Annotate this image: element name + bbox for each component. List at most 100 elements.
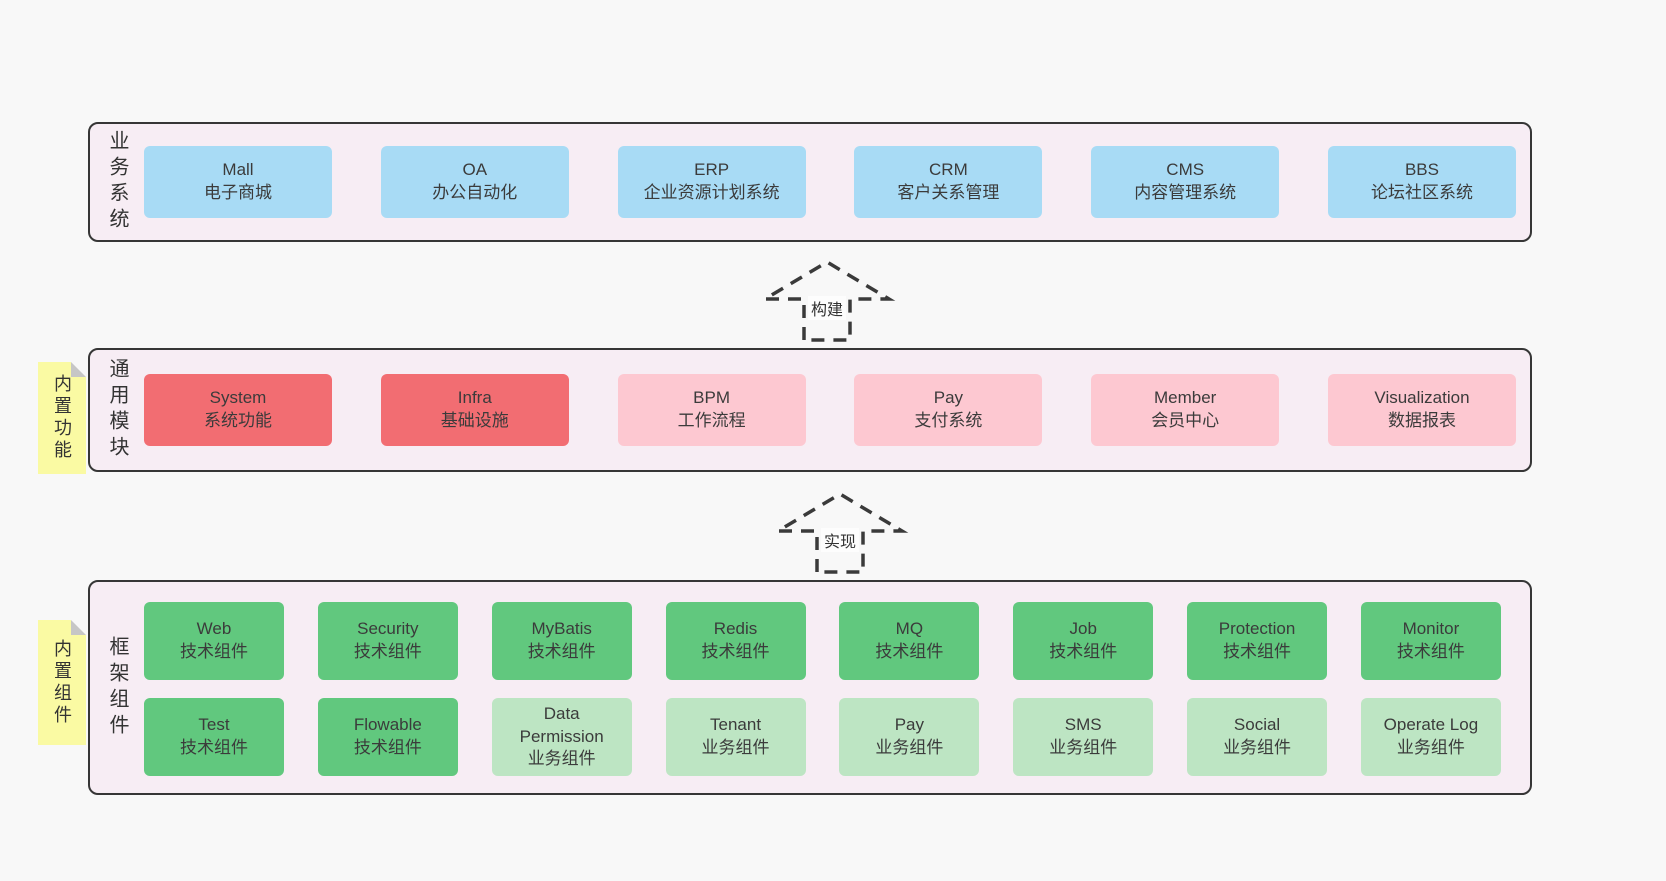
box-subtitle: 数据报表 (1387, 411, 1456, 430)
box-title: Flowable (353, 715, 422, 735)
layer-common-modules: 通用模块 System 系统功能 Infra 基础设施 BPM 工作流程 Pay (88, 348, 1532, 472)
box-job: Job 技术组件 (1013, 602, 1154, 680)
box-subtitle: 业务组件 (701, 738, 770, 757)
box-subtitle: 技术组件 (1396, 642, 1465, 661)
box-title: Web (196, 619, 232, 639)
box-title: Protection (1218, 619, 1296, 639)
sticky-label: 内置功能 (52, 374, 72, 462)
box-subtitle: 业务组件 (1223, 738, 1292, 757)
box-row: Web 技术组件 Security 技术组件 MyBatis 技术组件 Redi… (144, 602, 1501, 680)
box-bpm: BPM 工作流程 (617, 374, 806, 446)
box-subtitle: 工作流程 (677, 411, 746, 430)
box-subtitle: 业务组件 (875, 738, 944, 757)
box-protection: Protection 技术组件 (1187, 602, 1328, 680)
box-subtitle: 系统功能 (204, 411, 272, 430)
box-tenant: Tenant 业务组件 (665, 698, 806, 776)
box-pay: Pay 支付系统 (854, 374, 1043, 446)
box-title: Test (198, 715, 230, 735)
sticky-label: 内置组件 (52, 638, 72, 727)
box-cms: CMS 内容管理系统 (1091, 146, 1280, 218)
box-title: OA (462, 160, 488, 180)
box-title: Job (1069, 619, 1097, 639)
box-subtitle: 业务组件 (527, 749, 596, 769)
box-title: Member (1154, 388, 1217, 408)
box-subtitle: 内容管理系统 (1134, 183, 1237, 202)
box-mall: Mall 电子商城 (144, 146, 332, 218)
box-subtitle: 业务组件 (1049, 738, 1118, 757)
box-subtitle: 论坛社区系统 (1370, 183, 1473, 202)
layer-label-column: 通用模块 (90, 350, 144, 470)
box-title: Tenant (710, 715, 762, 735)
sticky-fold-corner (71, 620, 86, 635)
box-subtitle: 业务组件 (1396, 738, 1465, 757)
box-infra: Infra 基础设施 (380, 374, 569, 446)
box-subtitle: 办公自动化 (432, 183, 518, 202)
box-title: System (209, 388, 267, 408)
box-subtitle: 客户关系管理 (897, 183, 1000, 202)
box-title: MyBatis (531, 619, 592, 639)
layer-label-column: 框架组件 (90, 582, 144, 793)
box-title: BPM (693, 388, 731, 408)
box-test: Test 技术组件 (144, 698, 284, 776)
sticky-note-built-in-features: 内置功能 (38, 362, 86, 474)
sticky-fold-corner (71, 362, 86, 377)
arrow-up-icon (771, 491, 909, 574)
arrow-label: 构建 (807, 295, 847, 320)
box-title: Visualization (1374, 388, 1470, 408)
box-title: Redis (713, 619, 758, 639)
box-title: Security (357, 619, 419, 639)
sticky-note-built-in-components: 内置组件 (38, 620, 86, 745)
layer-body: Web 技术组件 Security 技术组件 MyBatis 技术组件 Redi… (144, 582, 1530, 793)
box-sms: SMS 业务组件 (1013, 698, 1154, 776)
box-title: BBS (1404, 160, 1439, 180)
box-title: MQ (895, 619, 924, 639)
box-data-permission: Data Permission 业务组件 (491, 698, 632, 776)
box-security: Security 技术组件 (317, 602, 458, 680)
box-title: Monitor (1402, 619, 1460, 639)
box-title: Data Permission (519, 703, 604, 746)
box-subtitle: 技术组件 (353, 642, 422, 661)
layer-label: 框架组件 (106, 635, 128, 740)
layer-business-systems: 业务系统 Mall 电子商城 OA 办公自动化 ERP 企业资源计划系统 CRM (88, 122, 1532, 242)
box-operate-log: Operate Log 业务组件 (1360, 698, 1501, 776)
box-subtitle: 技术组件 (1049, 642, 1118, 661)
box-subtitle: 电子商城 (204, 183, 272, 202)
box-social: Social 业务组件 (1187, 698, 1328, 776)
box-title: SMS (1064, 715, 1102, 735)
arrow-implement: 实现 (770, 487, 910, 575)
box-title: Infra (457, 388, 492, 408)
layer-label: 业务系统 (106, 130, 128, 234)
box-subtitle: 技术组件 (875, 642, 944, 661)
box-subtitle: 技术组件 (180, 738, 248, 757)
box-title: CRM (929, 160, 968, 180)
box-redis: Redis 技术组件 (665, 602, 806, 680)
box-title: Pay (933, 388, 964, 408)
box-web: Web 技术组件 (144, 602, 284, 680)
box-row: Test 技术组件 Flowable 技术组件 Data Permission … (144, 698, 1501, 776)
box-monitor: Monitor 技术组件 (1360, 602, 1501, 680)
box-title: Pay (894, 715, 925, 735)
box-bbs: BBS 论坛社区系统 (1327, 146, 1516, 218)
box-mybatis: MyBatis 技术组件 (491, 602, 632, 680)
box-title: Operate Log (1383, 715, 1479, 735)
layer-label-column: 业务系统 (90, 124, 144, 240)
box-subtitle: 技术组件 (701, 642, 770, 661)
box-subtitle: 技术组件 (527, 642, 596, 661)
box-member: Member 会员中心 (1091, 374, 1280, 446)
arrow-label: 实现 (820, 527, 860, 552)
layer-framework-components: 框架组件 Web 技术组件 Security 技术组件 MyBatis 技术组件… (88, 580, 1532, 795)
box-crm: CRM 客户关系管理 (854, 146, 1043, 218)
layer-label: 通用模块 (106, 358, 128, 462)
box-mq: MQ 技术组件 (839, 602, 980, 680)
box-row: System 系统功能 Infra 基础设施 BPM 工作流程 Pay 支付系统… (144, 374, 1516, 446)
box-erp: ERP 企业资源计划系统 (617, 146, 806, 218)
arrow-up-icon (758, 259, 896, 342)
box-pay-component: Pay 业务组件 (839, 698, 980, 776)
box-subtitle: 企业资源计划系统 (643, 183, 780, 202)
box-subtitle: 技术组件 (353, 738, 422, 757)
box-oa: OA 办公自动化 (380, 146, 569, 218)
box-visualization: Visualization 数据报表 (1327, 374, 1516, 446)
box-title: CMS (1166, 160, 1205, 180)
box-subtitle: 会员中心 (1151, 411, 1220, 430)
